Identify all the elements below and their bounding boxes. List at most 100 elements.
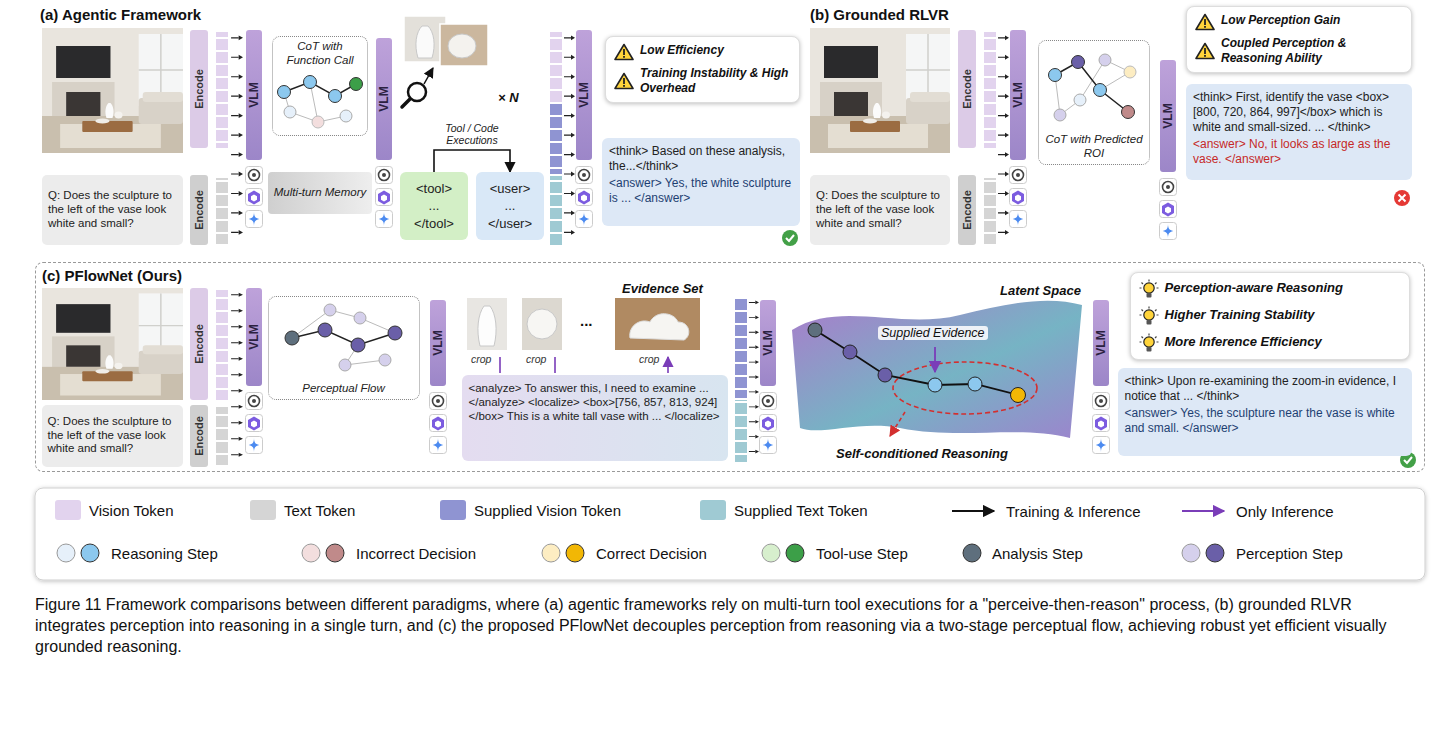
group-title: Evidence Set	[622, 281, 703, 296]
encoder-bar: Encode	[190, 175, 208, 245]
legend-text: Supplied Vision Token	[474, 502, 621, 519]
node-text: Encode	[961, 69, 973, 109]
legend-entry: Perception Step	[1180, 542, 1343, 564]
node-text: VLM	[761, 330, 775, 355]
node-text: Coupled Perception & Reasoning Ability	[1195, 36, 1403, 66]
legend-frame	[35, 488, 1425, 580]
legend-entry: Reasoning Step	[55, 542, 218, 564]
node-text: Training Instability & High Overhead	[614, 66, 791, 96]
legend-swatch	[440, 500, 466, 520]
legend-sample	[960, 542, 984, 564]
cot-box: CoT with Function Call	[272, 36, 368, 136]
legend-entry: Correct Decision	[540, 542, 707, 564]
legend-text: Reasoning Step	[111, 545, 218, 562]
node-text: Q: Does the sculpture to the left of the…	[48, 415, 177, 456]
crop-tag: crop	[639, 353, 659, 365]
node-text: <analyze> To answer this, I need to exam…	[469, 381, 721, 424]
tool-box: <tool> ... </tool>	[400, 172, 468, 240]
vlm-bar: VLM	[1010, 30, 1026, 160]
flow-box: Perceptual Flow	[268, 296, 420, 400]
crop-tag: crop	[526, 353, 546, 365]
legend-dot	[1182, 544, 1200, 562]
legend-dot	[762, 544, 780, 562]
connector	[434, 150, 510, 172]
vlm-bar: VLM	[1093, 300, 1109, 386]
memory-band: Multi-turn Memory	[268, 172, 372, 214]
legend-sample	[1180, 500, 1228, 522]
vlm-bar: VLM	[1160, 60, 1176, 172]
legend-sample	[300, 542, 348, 564]
node-text: (c) PFlowNet (Ours)	[42, 267, 182, 284]
node-text: VLM	[377, 86, 391, 111]
warning-box: Low Perception GainCoupled Perception & …	[1186, 6, 1412, 73]
legend-sample	[1180, 542, 1228, 564]
annotation: Self-conditioned Reasoning	[836, 446, 1008, 461]
legend-sample	[760, 542, 808, 564]
encoder-bar: Encode	[958, 175, 976, 245]
question-box: Q: Does the sculpture to the left of the…	[42, 405, 183, 467]
node-text: Q: Does the sculpture to the left of the…	[816, 189, 944, 230]
panel-frame: (c) PFlowNet (Ours) Encode VLM Q: Does the …	[35, 262, 1425, 472]
node-text: Encode	[193, 69, 205, 109]
node-text: <think> First, identify the vase <box>[8…	[1193, 90, 1405, 135]
legend-entry: Training & Inference	[950, 500, 1141, 522]
crop-tag: crop	[471, 353, 491, 365]
legend-swatch	[250, 500, 276, 520]
legend-entry: Supplied Text Token	[700, 500, 868, 520]
legend-entry: Vision Token	[55, 500, 174, 520]
node-text: VLM	[431, 330, 445, 355]
legend-text: Perception Step	[1236, 545, 1343, 562]
legend-dot	[1206, 544, 1224, 562]
node-text: Perceptual Flow	[302, 382, 384, 396]
vlm-bar: VLM	[576, 30, 592, 160]
legend-dot	[566, 544, 584, 562]
annotation: Supplied Evidence	[878, 326, 988, 340]
legend-entry: Incorrect Decision	[300, 542, 476, 564]
node-text: VLM	[1094, 330, 1108, 355]
node-text: More Inference Efficiency	[1139, 333, 1401, 353]
encoder-bar: Encode	[190, 288, 208, 400]
legend-entry: Only Inference	[1180, 500, 1334, 522]
benefit-box: Perception-aware ReasoningHigher Trainin…	[1130, 272, 1410, 360]
warning-box: Low EfficiencyTraining Instability & Hig…	[605, 36, 800, 103]
panel-c-art	[42, 288, 1416, 468]
legend-entry: Analysis Step	[960, 542, 1083, 564]
legend-sample	[950, 500, 998, 522]
legend-text: Analysis Step	[992, 545, 1083, 562]
region-title: Latent Space	[1000, 283, 1081, 298]
node-text: VLM	[247, 82, 261, 107]
user-box: <user> ... </user>	[476, 172, 544, 240]
vlm-bar: VLM	[246, 30, 262, 160]
node-text: <answer> Yes, the sculpture near the vas…	[1125, 406, 1405, 436]
legend-sample	[540, 542, 588, 564]
node-text: VLM	[1161, 103, 1175, 128]
node-text: <user> ... </user>	[482, 180, 538, 233]
vlm-bar: VLM	[430, 300, 446, 386]
answer-box: <think> Upon re-examining the zoom-in ev…	[1118, 368, 1412, 456]
node-text: Encode	[193, 190, 205, 230]
legend-swatch	[700, 500, 726, 520]
answer-box: <think> First, identify the vase <box>[8…	[1186, 84, 1412, 180]
legend-sample	[55, 542, 103, 564]
vlm-bar: VLM	[376, 38, 392, 160]
encoder-bar: Encode	[190, 30, 208, 148]
analysis-box: <analyze> To answer this, I need to exam…	[462, 375, 728, 461]
legend-text: Training & Inference	[1006, 503, 1141, 520]
node-text: <answer> Yes, the white sculpture is ...…	[609, 176, 793, 206]
encoder-bar: Encode	[190, 405, 208, 467]
node-text: Multi-turn Memory	[274, 186, 367, 200]
legend-text: Only Inference	[1236, 503, 1334, 520]
panel-title: (a) Agentic Framework	[40, 6, 201, 23]
node-text: VLM	[247, 324, 261, 349]
encoder-bar: Encode	[958, 30, 976, 148]
legend-text: Tool-use Step	[816, 545, 908, 562]
node-text: Low Perception Gain	[1195, 13, 1403, 31]
question-box: Q: Does the sculpture to the left of the…	[810, 175, 950, 245]
legend-arrow	[952, 510, 994, 512]
node-text: Encode	[961, 190, 973, 230]
legend-dot	[302, 544, 320, 562]
node-text: VLM	[1011, 82, 1025, 107]
legend-entry: Text Token	[250, 500, 355, 520]
legend-arrow	[1182, 510, 1224, 512]
figure-caption: Figure 11 Framework comparisons between …	[35, 594, 1425, 657]
